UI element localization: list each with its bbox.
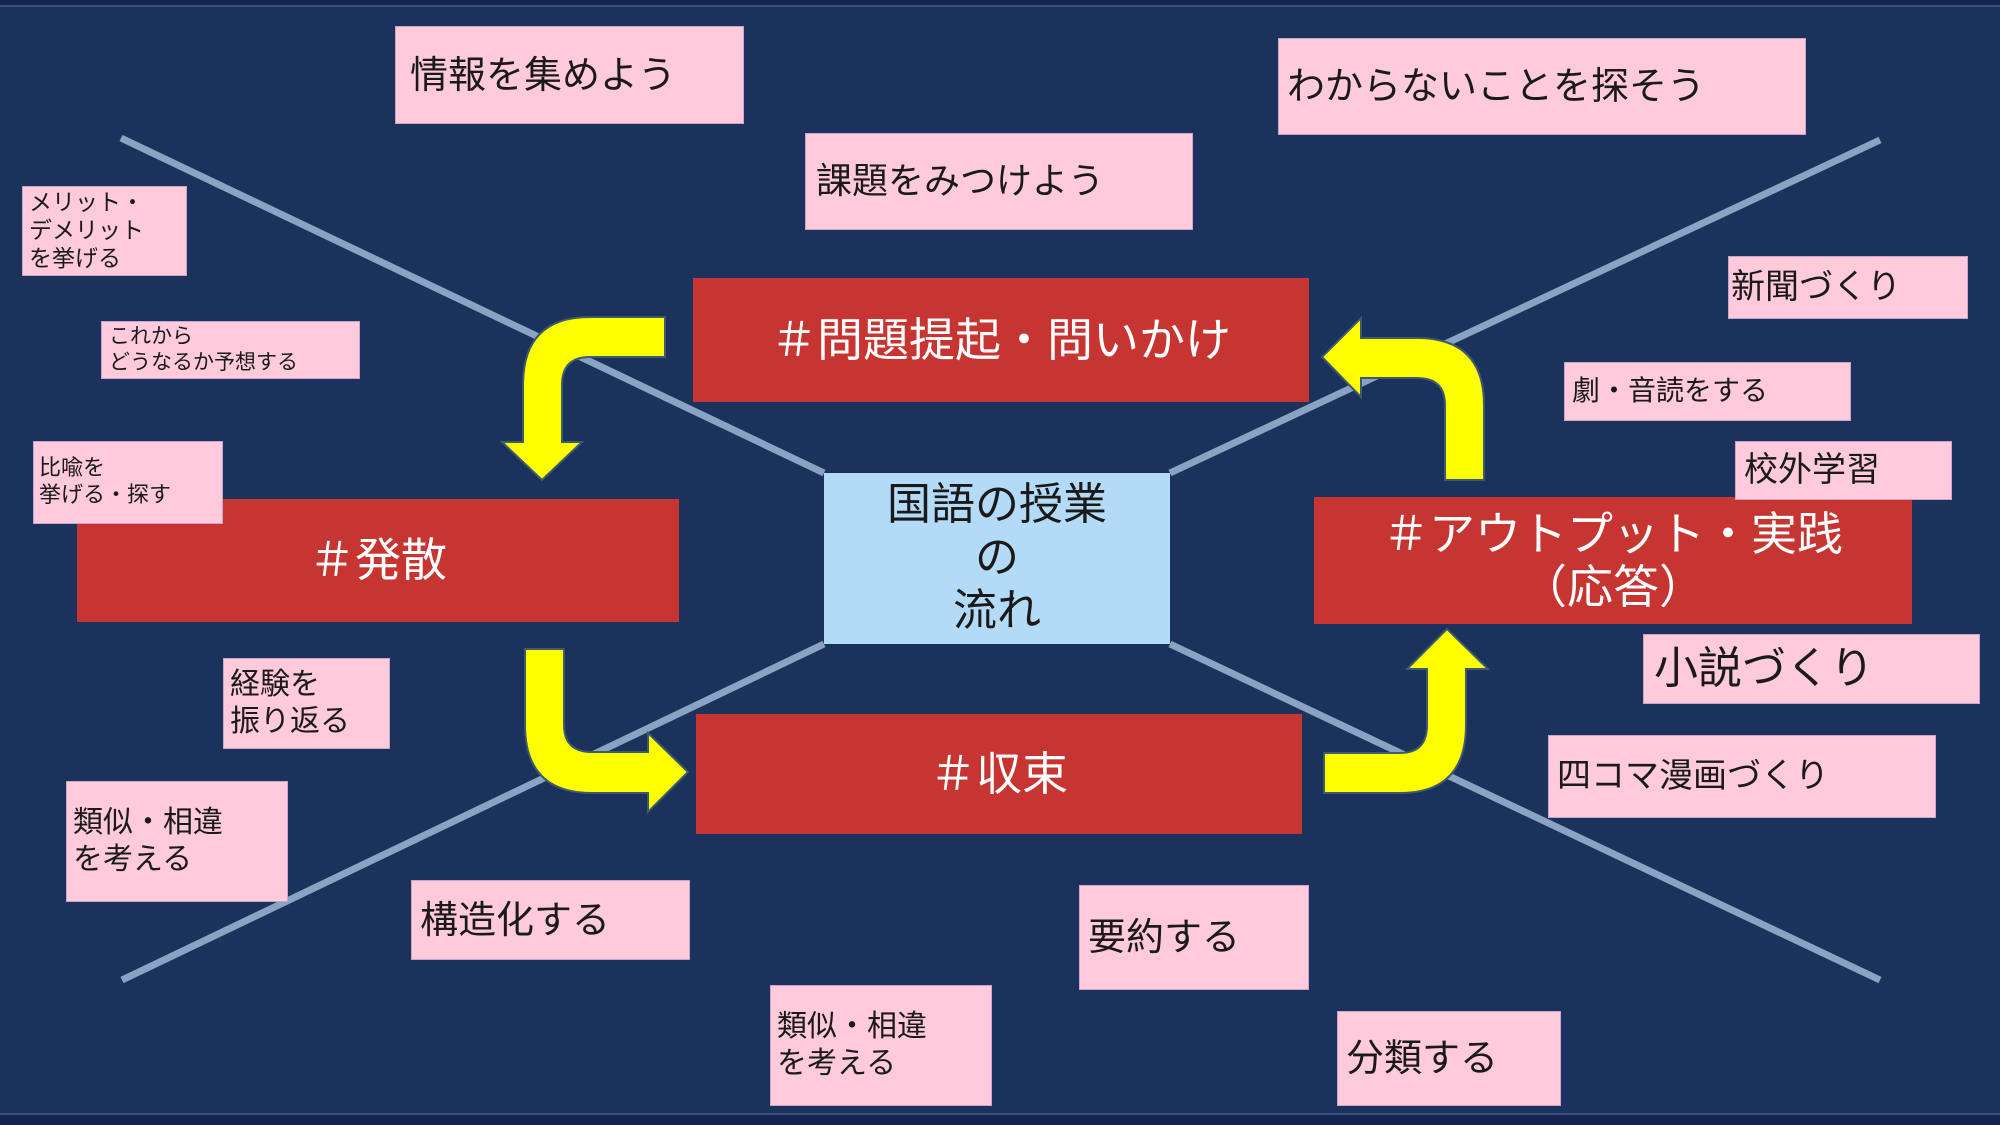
stage-convergence: ＃収束 xyxy=(696,714,1302,834)
arrow-output-to-question-icon xyxy=(1320,315,1485,481)
stage-divergence-label: ＃発散 xyxy=(309,533,447,588)
note-find-task: 課題をみつけよう xyxy=(805,133,1193,230)
arrow-question-to-divergence-icon xyxy=(499,316,666,482)
note-summarize: 要約する xyxy=(1079,885,1309,990)
note-merit-demerit: メリット・ デメリット を挙げる xyxy=(22,186,187,276)
note-newspaper: 新聞づくり xyxy=(1728,256,1968,319)
center-title: 国語の授業 の 流れ xyxy=(887,479,1107,636)
stage-convergence-label: ＃収束 xyxy=(930,746,1068,801)
note-gather-info: 情報を集めよう xyxy=(395,26,744,124)
note-novel: 小説づくり xyxy=(1643,634,1980,704)
divider-line-bottom-right xyxy=(1168,640,1882,984)
divider-line-top-right xyxy=(1168,136,1882,477)
note-classify: 分類する xyxy=(1337,1011,1561,1106)
center-title-box: 国語の授業 の 流れ xyxy=(824,473,1170,644)
stage-output-label: ＃アウトプット・実践 （応答） xyxy=(1383,506,1843,614)
note-reflect-experience: 経験を 振り返る xyxy=(223,658,390,749)
divider-line-top-left xyxy=(119,134,826,477)
arrow-divergence-to-convergence-icon xyxy=(524,648,690,815)
note-drama-reading: 劇・音読をする xyxy=(1564,362,1851,421)
divider-line-bottom-left xyxy=(120,640,826,984)
note-structure: 構造化する xyxy=(411,880,690,960)
note-metaphor: 比喩を 挙げる・探す xyxy=(33,441,223,524)
note-similarity-left: 類似・相違 を考える xyxy=(66,781,288,902)
note-predict: これから どうなるか予想する xyxy=(101,321,360,379)
stage-question: ＃問題提起・問いかけ xyxy=(693,278,1309,402)
note-four-panel-manga: 四コマ漫画づくり xyxy=(1548,735,1936,818)
note-find-unknown: わからないことを探そう xyxy=(1278,38,1806,135)
note-field-study: 校外学習 xyxy=(1735,441,1952,500)
stage-output: ＃アウトプット・実践 （応答） xyxy=(1314,497,1912,624)
stage-question-label: ＃問題提起・問いかけ xyxy=(771,312,1231,367)
arrow-convergence-to-output-icon xyxy=(1323,627,1491,794)
note-similarity-bottom: 類似・相違 を考える xyxy=(770,985,992,1106)
